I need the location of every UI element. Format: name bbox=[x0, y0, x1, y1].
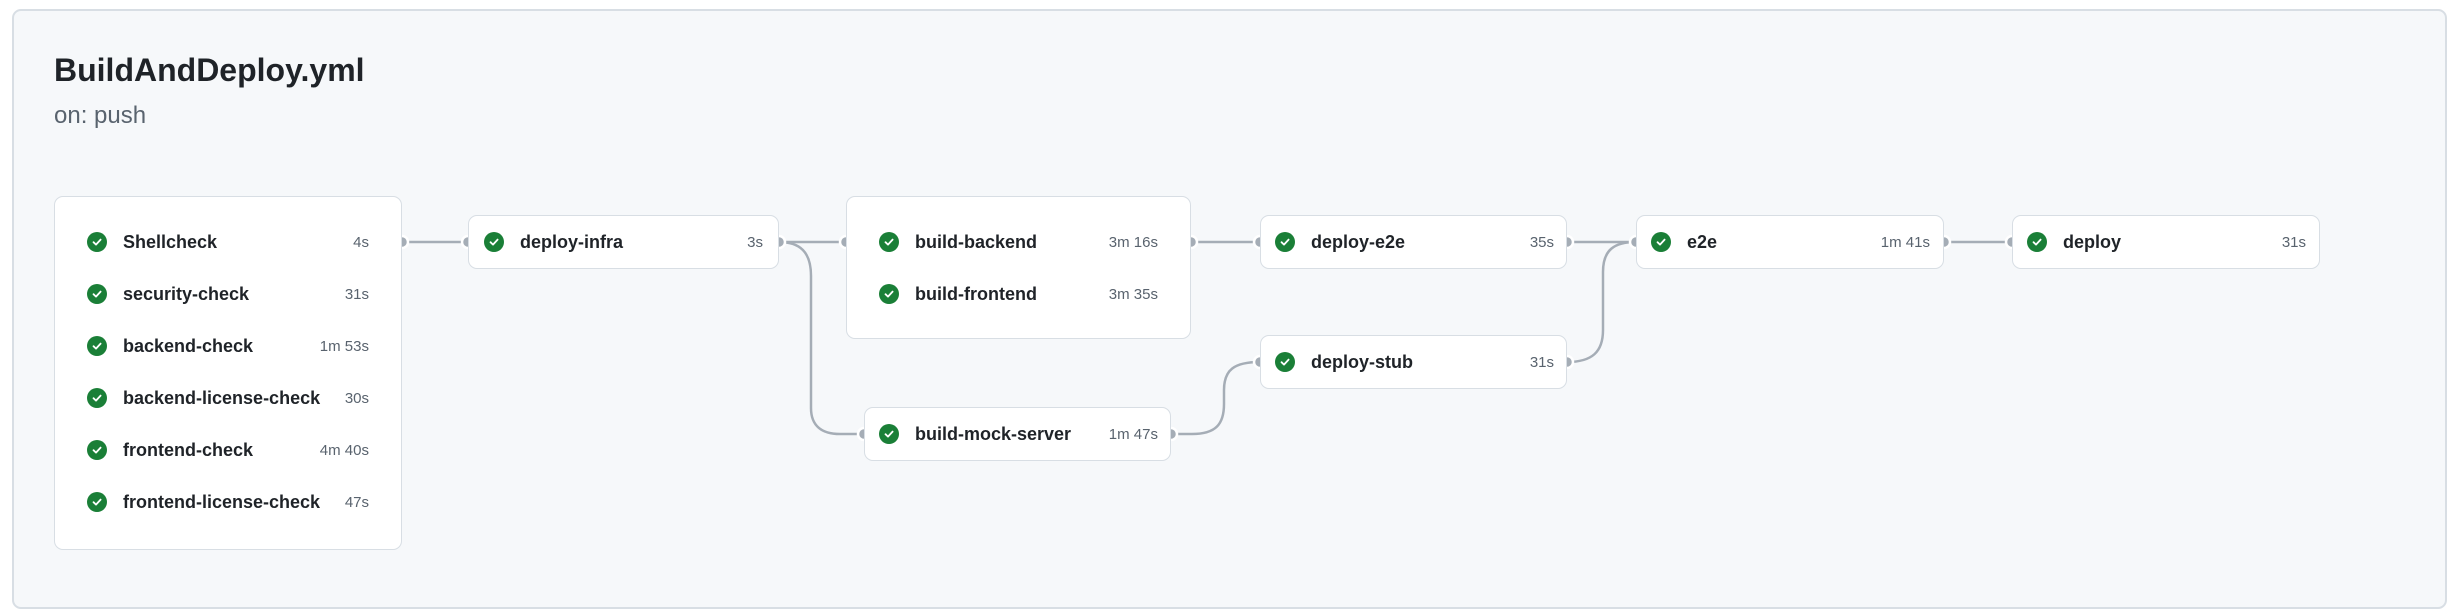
job-name: frontend-license-check bbox=[123, 491, 321, 512]
job-security-check[interactable]: security-check 31s bbox=[87, 268, 369, 320]
job-name: backend-license-check bbox=[123, 387, 321, 408]
checks-job-group bbox=[54, 196, 402, 550]
job-duration: 31s bbox=[344, 285, 369, 303]
job-shellcheck[interactable]: Shellcheck 4s bbox=[87, 216, 369, 268]
job-name: backend-check bbox=[123, 335, 254, 356]
job-deploy-infra[interactable]: deploy-infra 3s bbox=[484, 216, 763, 268]
job-backend-check[interactable]: backend-check 1m 53s bbox=[87, 320, 369, 372]
check-circle-icon bbox=[87, 232, 107, 252]
job-e2e[interactable]: e2e 1m 41s bbox=[1651, 216, 1930, 268]
check-circle-icon bbox=[1651, 232, 1671, 252]
link-build-mock-server-to-deploy-stub bbox=[1171, 360, 1261, 436]
job-backend-license-check[interactable]: backend-license-check 30s bbox=[87, 372, 369, 424]
check-circle-icon bbox=[1275, 352, 1295, 372]
job-duration: 47s bbox=[344, 493, 369, 511]
job-name: deploy-infra bbox=[520, 231, 624, 252]
job-name: build-mock-server bbox=[915, 423, 1072, 444]
check-circle-icon bbox=[1275, 232, 1295, 252]
job-name: e2e bbox=[1687, 231, 1718, 252]
check-circle-icon bbox=[879, 284, 899, 304]
job-duration: 4m 40s bbox=[319, 441, 369, 459]
job-name: build-frontend bbox=[915, 283, 1037, 304]
job-build-backend[interactable]: build-backend 3m 16s bbox=[879, 216, 1158, 268]
job-deploy[interactable]: deploy 31s bbox=[2027, 216, 2306, 268]
job-duration: 4s bbox=[353, 233, 369, 251]
job-frontend-license-check[interactable]: frontend-license-check 47s bbox=[87, 476, 369, 528]
job-node-deploy bbox=[2012, 215, 2320, 269]
job-duration: 3m 16s bbox=[1108, 233, 1158, 251]
job-node-deploy-stub bbox=[1260, 335, 1567, 389]
check-circle-icon bbox=[879, 424, 899, 444]
job-duration: 30s bbox=[344, 389, 369, 407]
job-name: deploy-stub bbox=[1311, 351, 1413, 372]
job-node-deploy-infra bbox=[468, 215, 779, 269]
workflow-graph-panel bbox=[12, 9, 2447, 609]
check-circle-icon bbox=[87, 388, 107, 408]
job-name: build-backend bbox=[915, 231, 1038, 252]
build-job-group bbox=[846, 196, 1191, 339]
check-circle-icon bbox=[87, 284, 107, 304]
job-build-mock-server[interactable]: build-mock-server 1m 47s bbox=[879, 408, 1158, 460]
check-circle-icon bbox=[87, 336, 107, 356]
job-name: Shellcheck bbox=[123, 231, 218, 252]
check-circle-icon bbox=[2027, 232, 2047, 252]
check-circle-icon bbox=[879, 232, 899, 252]
job-duration: 35s bbox=[1529, 233, 1554, 251]
job-deploy-stub[interactable]: deploy-stub 31s bbox=[1275, 336, 1554, 388]
job-frontend-check[interactable]: frontend-check 4m 40s bbox=[87, 424, 369, 476]
job-name: deploy-e2e bbox=[1311, 231, 1406, 252]
job-name: security-check bbox=[123, 283, 250, 304]
link-deploy-infra-to-build-mock-server bbox=[778, 240, 864, 436]
job-duration: 31s bbox=[2281, 233, 2306, 251]
check-circle-icon bbox=[87, 492, 107, 512]
job-duration: 1m 41s bbox=[1880, 233, 1930, 251]
job-name: deploy bbox=[2063, 231, 2122, 252]
job-duration: 1m 53s bbox=[319, 337, 369, 355]
link-deploy-stub-to-e2e bbox=[1566, 240, 1637, 364]
workflow-title: BuildAndDeploy.yml bbox=[54, 52, 365, 88]
job-name: frontend-check bbox=[123, 439, 254, 460]
job-duration: 31s bbox=[1529, 353, 1554, 371]
job-build-frontend[interactable]: build-frontend 3m 35s bbox=[879, 268, 1158, 320]
job-deploy-e2e[interactable]: deploy-e2e 35s bbox=[1275, 216, 1554, 268]
job-duration: 3s bbox=[747, 233, 763, 251]
job-node-build-mock-server bbox=[864, 407, 1171, 461]
job-duration: 3m 35s bbox=[1108, 285, 1158, 303]
check-circle-icon bbox=[87, 440, 107, 460]
job-node-e2e bbox=[1636, 215, 1944, 269]
check-circle-icon bbox=[484, 232, 504, 252]
job-node-deploy-e2e bbox=[1260, 215, 1567, 269]
job-duration: 1m 47s bbox=[1108, 425, 1158, 443]
workflow-trigger: on: push bbox=[54, 102, 147, 129]
